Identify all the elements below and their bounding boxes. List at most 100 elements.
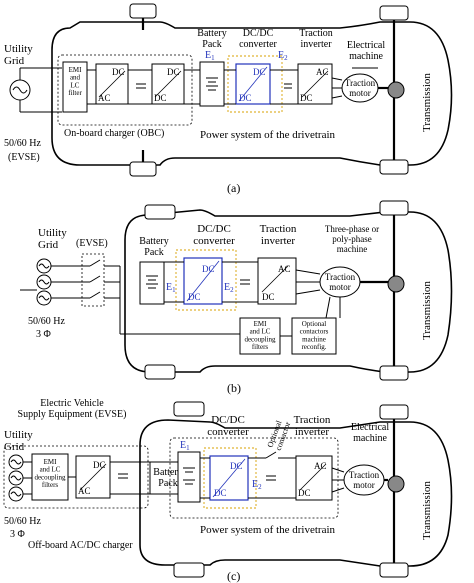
wheel-rear-top-c [173, 401, 205, 417]
caption-c: (c) [227, 569, 240, 583]
grid-frequency: 50/60 Hz [4, 138, 42, 149]
obc-rect-ac: AC [98, 93, 111, 103]
drivetrain-group [169, 437, 339, 519]
wheel-front-bottom-c [379, 562, 409, 578]
dcdc-optional-region [227, 55, 283, 113]
evse-label-b: (EVSE) [76, 238, 108, 249]
wheel-front-top [379, 5, 409, 21]
e2-label-b: E2 [224, 282, 234, 294]
grid-phase-c: 3 Φ [10, 529, 25, 540]
dcdc-dc-in-b: DC [188, 292, 201, 302]
offboard-rect-ac: AC [78, 486, 91, 496]
traction-inverter-box-b [257, 257, 297, 305]
obc-dcdc-dc-out: DC [167, 67, 180, 77]
optional-contactor-label: Optionalcontactor [265, 417, 292, 451]
transmission-label: Transmission [421, 73, 433, 132]
dcdc-dc-out-b: DC [202, 264, 215, 274]
grid-frequency-b: 50/60 Hz [28, 316, 66, 327]
transmission-label-b: Transmission [421, 281, 433, 340]
dcdc-optional-region-c [203, 447, 257, 509]
wheel-front-bottom-b [379, 365, 409, 381]
dcdc-dc-out-c: DC [230, 461, 243, 471]
obc-rect-dc: DC [112, 67, 125, 77]
grid-phase-b: 3 Φ [36, 329, 51, 340]
battery-box-c [177, 451, 201, 503]
e2-label: E2 [278, 50, 288, 62]
offboard-charger-group [3, 445, 149, 509]
dcdc-optional-region-b [175, 249, 237, 311]
inv-dc-c: DC [298, 488, 311, 498]
inv-ac-c: AC [314, 461, 327, 471]
car-body-outline-b [124, 209, 453, 373]
wheel-rear-top [129, 3, 157, 19]
dcdc-dc-out: DC [253, 67, 266, 77]
dcdc-dc-in-c: DC [214, 488, 227, 498]
inv-ac: AC [316, 67, 329, 77]
optional-contactors-box [291, 317, 337, 355]
car-body-outline [51, 21, 453, 166]
wheel-rear-bottom-b [144, 364, 176, 380]
evse-label: (EVSE) [8, 152, 40, 163]
wheel-front-top-c [379, 404, 409, 420]
car-body-outline-c [139, 419, 453, 567]
wheel-rear-bottom-c [173, 562, 205, 578]
battery-box-b [139, 261, 165, 305]
power-system-label-c: Power system of the drivetrain [200, 524, 336, 536]
emi-filters-box-b [239, 317, 281, 355]
transmission-label-c: Transmission [421, 481, 433, 540]
e2-label-c: E2 [252, 479, 262, 491]
wheel-rear-bottom [129, 161, 157, 177]
battery-box [199, 61, 225, 107]
transmission-hub-b [387, 275, 405, 293]
e1-label: E1 [205, 50, 215, 62]
wheel-front-bottom [379, 159, 409, 175]
obc-dcdc-dc-in: DC [154, 93, 167, 103]
power-system-label: Power system of the drivetrain [200, 129, 336, 141]
offboard-rect-dc: DC [93, 460, 106, 470]
grid-frequency-c: 50/60 Hz [4, 516, 42, 527]
evse-contactor-group [81, 253, 105, 307]
inv-dc: DC [300, 93, 313, 103]
sine-wave-icon [12, 86, 28, 94]
offboard-charger-label: Off-board AC/DC charger [28, 540, 133, 551]
transmission-hub [387, 81, 405, 99]
inv-dc-b: DC [262, 292, 275, 302]
inv-ac-b: AC [278, 264, 291, 274]
traction-inverter-box-c [295, 455, 333, 501]
caption-a: (a) [227, 181, 240, 195]
obc-label: On-board charger (OBC) [64, 128, 164, 139]
e1-label-c: E1 [180, 440, 190, 452]
wheel-front-top-b [379, 200, 409, 216]
caption-b: (b) [227, 381, 241, 395]
emi-filter-box [62, 61, 88, 113]
e1-label-b: E1 [166, 282, 176, 294]
wheel-rear-top-b [144, 204, 176, 220]
dcdc-dc-in: DC [239, 93, 252, 103]
